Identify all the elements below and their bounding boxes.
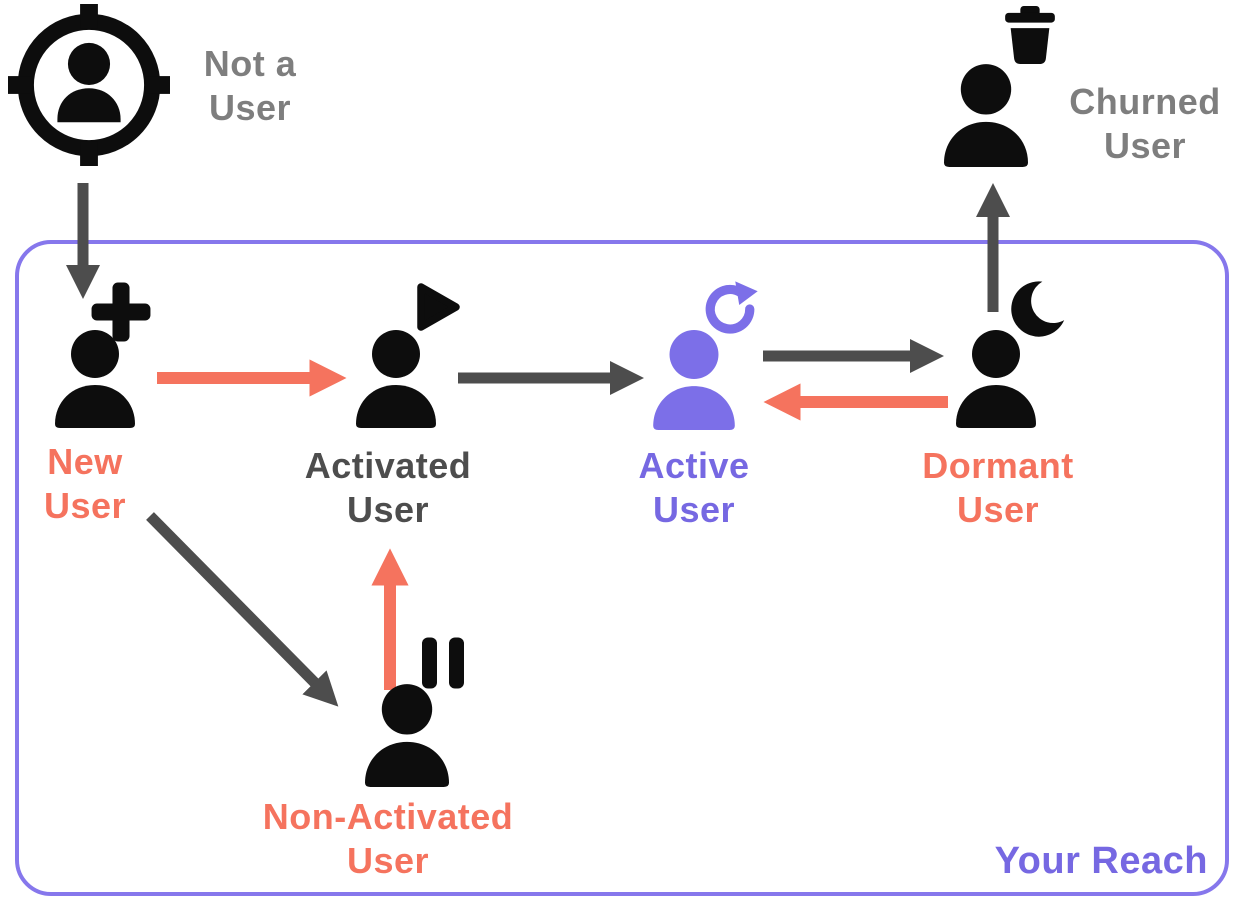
activated-user-person-icon [356,330,436,428]
active-user-label: Active User [638,445,750,530]
dormant-user-label: Dormant User [922,445,1074,530]
plus-badge-icon [91,282,151,342]
your-reach-label: Your Reach [994,840,1208,882]
not-a-user-label: Not a User [203,43,297,128]
refresh-badge-icon [705,281,758,334]
churned-user-label: Churned User [1069,81,1221,166]
pause-badge-icon [422,637,464,689]
moon-badge-icon [1011,281,1065,337]
target-user-icon [8,4,170,166]
non-activated-user-person-icon [365,684,449,787]
new-user-label: New User [43,441,127,526]
activated-user-label: Activated User [304,445,472,530]
active-user-person-icon [653,330,735,430]
arrow-new-to-non-activated [146,512,339,707]
churned-user-person-icon [944,64,1028,167]
play-badge-icon [417,283,460,331]
trash-badge-icon [1005,6,1055,64]
your-reach-boundary [15,240,1229,896]
dormant-user-person-icon [956,330,1036,428]
non-activated-user-label: Non-Activated User [262,796,514,881]
new-user-person-icon [55,330,135,428]
